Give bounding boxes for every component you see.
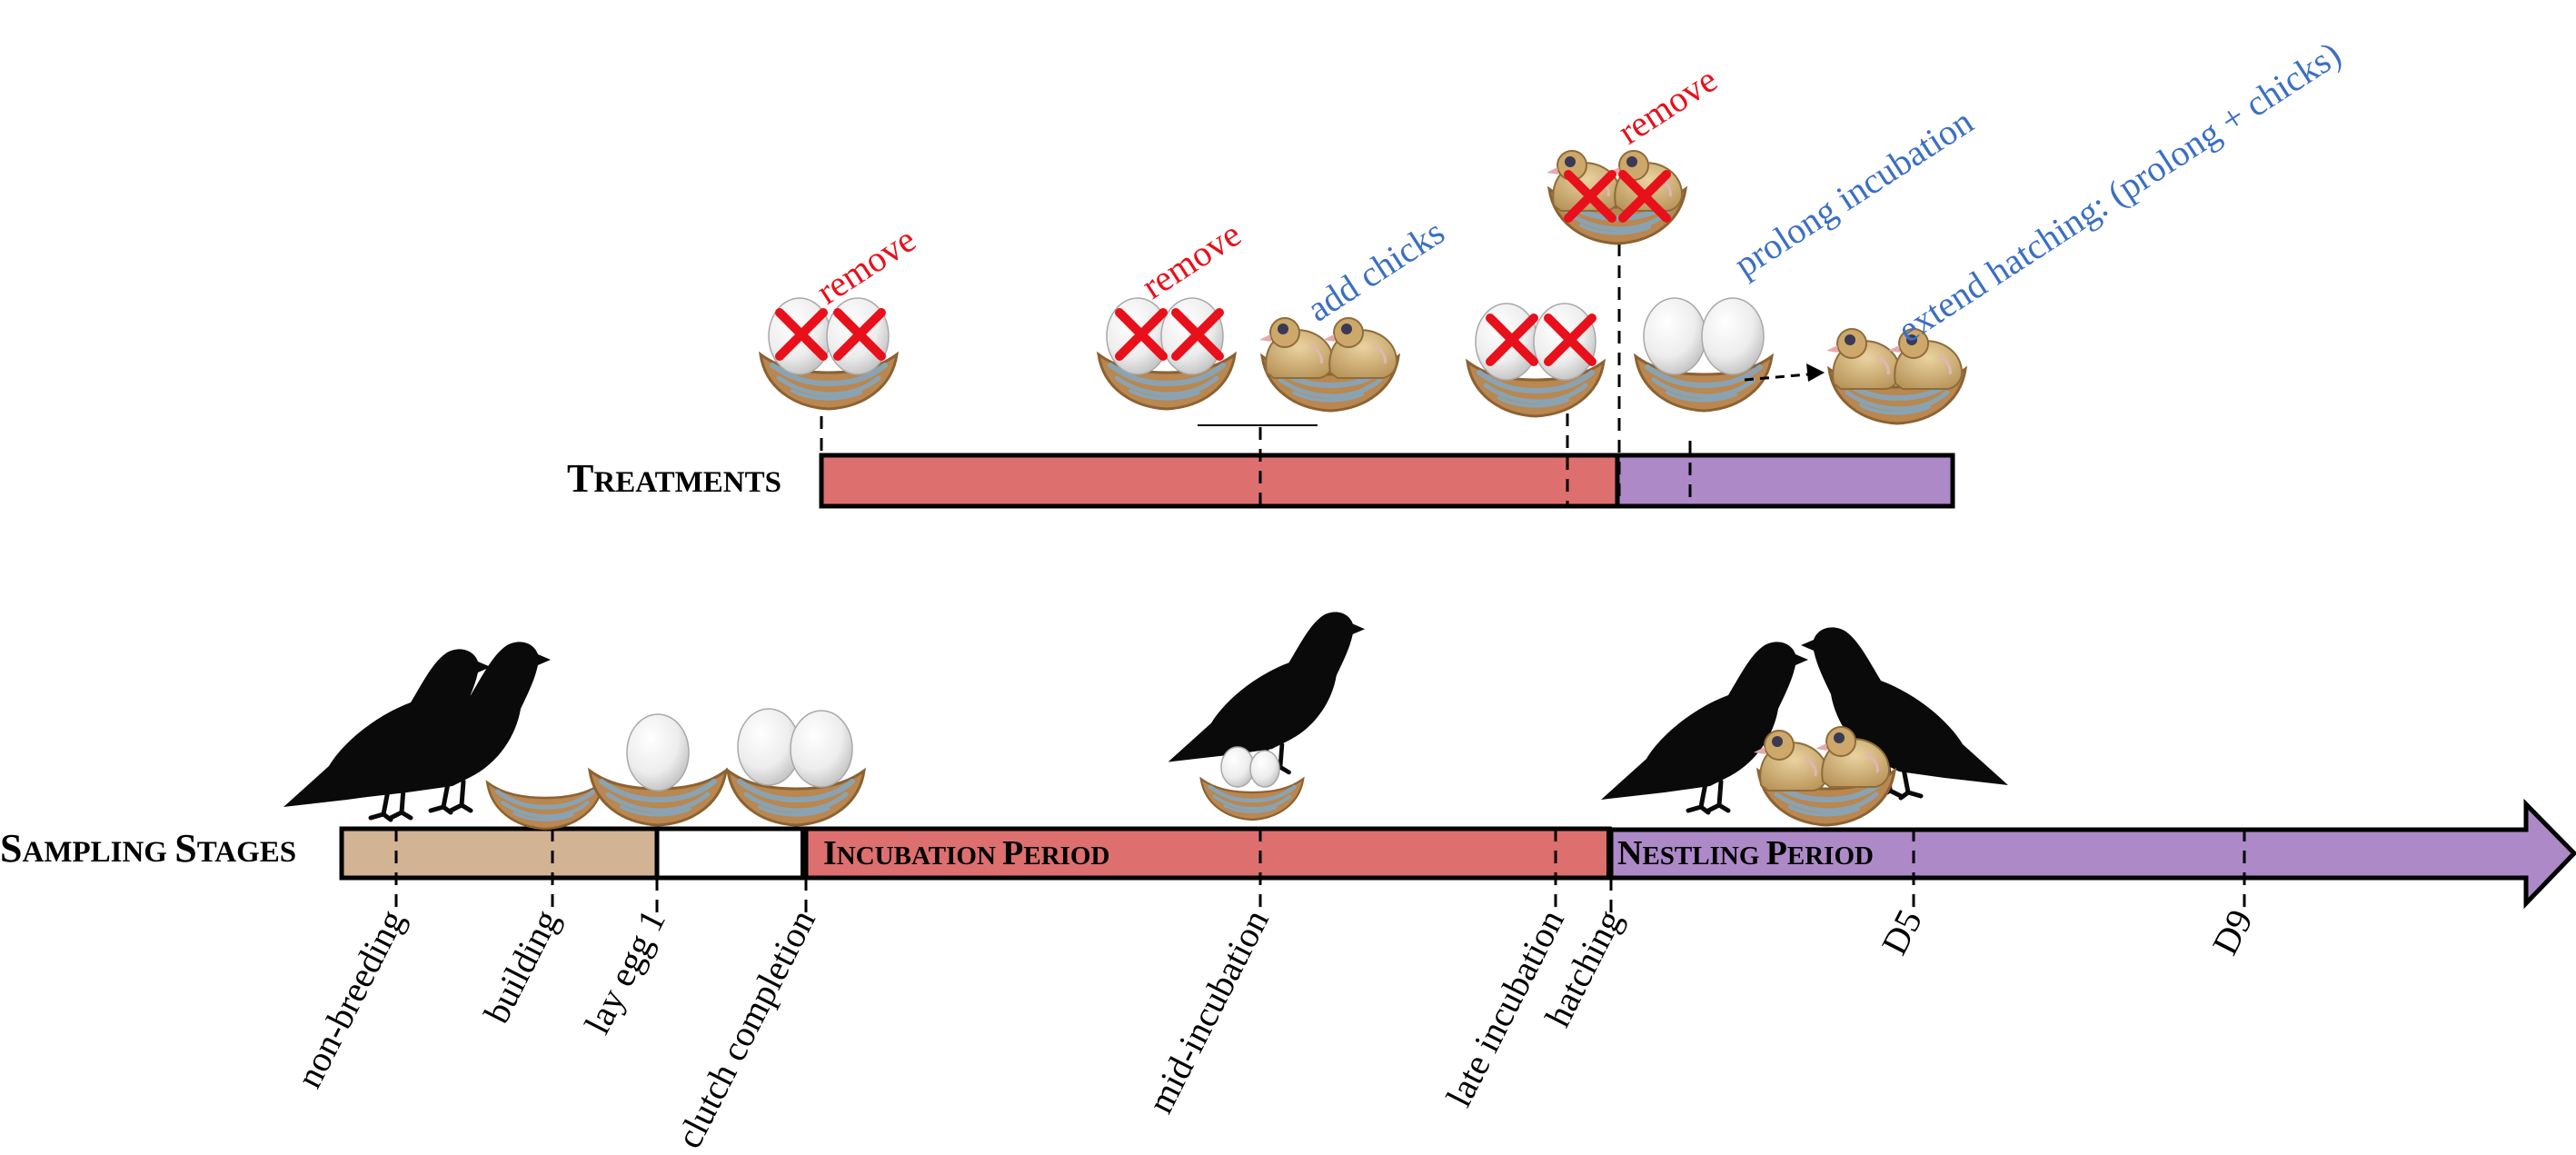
treatment-connectors [820, 244, 1692, 513]
add-chicks-label: add chicks [1299, 211, 1451, 329]
stage-label-d9: D9 [2204, 903, 2261, 961]
treatment-remove-eggs-3 [1467, 303, 1604, 416]
pigeons-with-chicks [1601, 627, 2008, 825]
laying-bar [654, 826, 807, 881]
non-breeding-bar [339, 826, 660, 881]
chick-icon [1752, 729, 1829, 792]
egg-icon [790, 710, 853, 788]
treatment-extend-hatching [1825, 327, 1965, 423]
nest-one-egg [590, 713, 726, 825]
stage-label-mid-incubation: mid-incubation [1139, 903, 1277, 1120]
prolong-incubation-label: prolong incubation [1726, 101, 1980, 285]
stage-label-d5: D5 [1874, 903, 1930, 961]
remove-label-1: remove [809, 218, 922, 312]
remove-label-3: remove [1610, 58, 1724, 152]
nest-icon [1201, 779, 1304, 820]
nest-two-eggs [728, 708, 864, 825]
stage-ticks [394, 829, 2246, 914]
arrow-icon [1744, 363, 1825, 382]
nestling-period-arrow [1608, 798, 2576, 910]
egg-icon [1220, 746, 1255, 788]
nestling-period-label: NESTLING PERIOD [1617, 834, 1874, 872]
treatment-prolong-bar [1615, 453, 1955, 509]
treatment-prolong-incubation [1636, 297, 1772, 411]
treatment-remove-eggs-1 [761, 297, 897, 409]
nest-building [487, 782, 603, 829]
treatment-remove-eggs-2 [1099, 297, 1235, 409]
pigeon-silhouette-icon [1169, 612, 1366, 774]
nest-icon [487, 782, 603, 829]
stage-label-building: building [475, 903, 567, 1030]
stage-label-non-breeding: non-breeding [288, 903, 413, 1094]
egg-icon [1249, 750, 1280, 788]
extend-hatching-label: extend hatching: (prolong + chicks) [1890, 34, 2348, 351]
stage-label-clutch-completion: clutch completion [668, 903, 823, 1155]
nest-icon [728, 771, 864, 825]
stage-label-lay-egg-1: lay egg 1 [576, 903, 673, 1040]
egg-icon [1701, 297, 1765, 375]
treatment-removal-bar [819, 453, 1620, 509]
pigeon-incubating [1169, 612, 1366, 820]
incubation-period-label: INCUBATION PERIOD [823, 834, 1109, 872]
treatment-add-chicks [1258, 316, 1398, 411]
egg-icon [1643, 297, 1706, 375]
treatments-label: TREATMENTS [567, 456, 781, 501]
chick-icon [1825, 327, 1902, 391]
remove-label-2: remove [1134, 213, 1248, 306]
egg-icon [626, 713, 690, 792]
treatment-remove-chicks [1545, 149, 1686, 244]
chick-icon [1321, 316, 1398, 380]
sampling-stages-label: SAMPLING STAGES [0, 826, 296, 871]
